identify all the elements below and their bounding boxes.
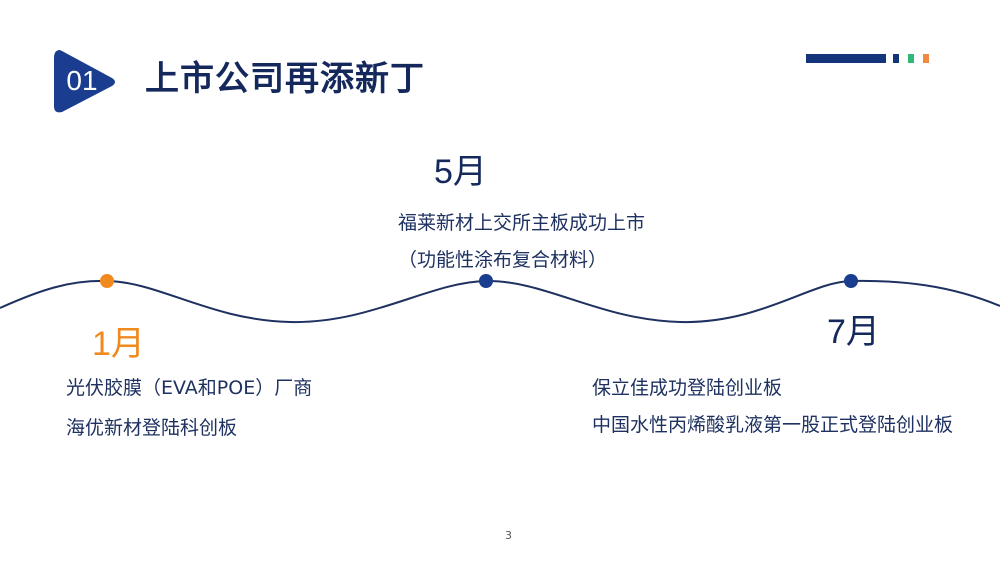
event-jan-line1: 光伏胶膜（EVA和POE）厂商 [66, 377, 313, 399]
event-may-line1: 福莱新材上交所主板成功上市 [398, 212, 646, 234]
section-number: 01 [66, 65, 98, 96]
event-may-line2: （功能性涂布复合材料） [398, 249, 608, 271]
timeline-dot-jan [100, 274, 114, 288]
month-label-jul: 7月 [827, 313, 880, 351]
play-triangle-icon [54, 50, 115, 113]
decor-square-navy [893, 54, 899, 63]
month-label-may: 5月 [434, 153, 487, 191]
page-number: 3 [505, 529, 512, 542]
section-badge: 01 [52, 48, 118, 116]
month-label-jan: 1月 [92, 325, 145, 363]
decor-square-orange [923, 54, 929, 63]
decor-bar-long [806, 54, 886, 63]
page-title: 上市公司再添新丁 [145, 59, 425, 99]
decor-square-green [908, 54, 914, 63]
event-jul-line2: 中国水性丙烯酸乳液第一股正式登陆创业板 [592, 414, 954, 436]
event-jan-line2: 海优新材登陆科创板 [66, 417, 238, 439]
timeline-dot-may [479, 274, 493, 288]
timeline-dot-jul [844, 274, 858, 288]
event-jul-line1: 保立佳成功登陆创业板 [592, 377, 783, 399]
